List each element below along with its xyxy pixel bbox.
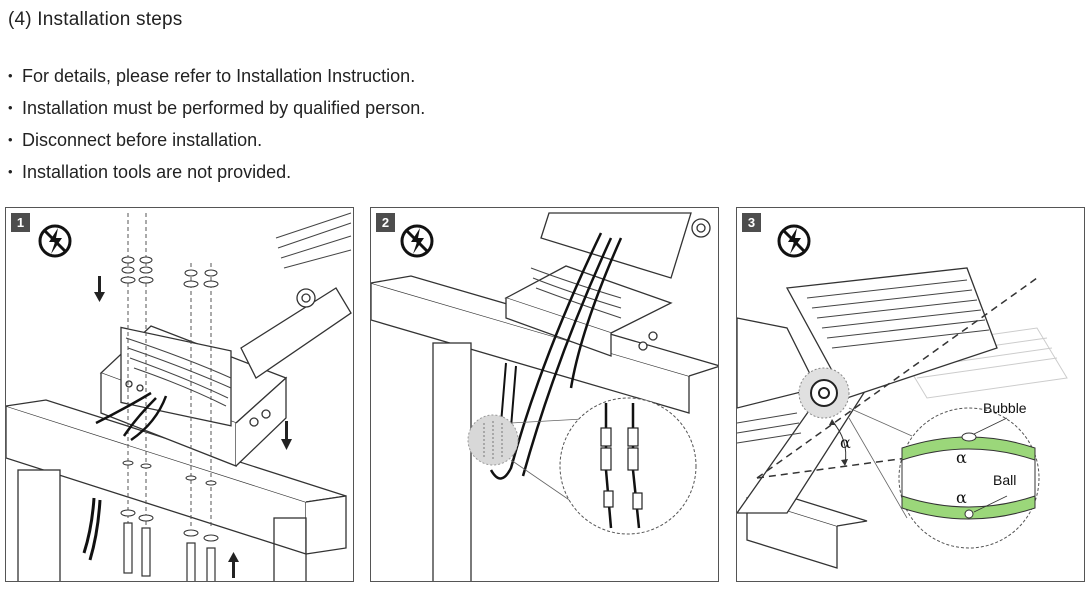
ball-label: Ball (993, 472, 1017, 488)
level-gauge (901, 432, 1036, 520)
note-item: For details, please refer to Installatio… (8, 60, 425, 92)
step-number: 1 (11, 213, 30, 232)
step-2-panel: 2 (370, 207, 719, 582)
no-electricity-icon (777, 224, 811, 258)
note-item: Installation tools are not provided. (8, 156, 425, 188)
installation-notes-list: For details, please refer to Installatio… (8, 60, 425, 188)
step-3-illustration (737, 224, 1068, 569)
bubble-label: Bubble (983, 400, 1027, 416)
step-number: 3 (742, 213, 761, 232)
angle-symbol: α (840, 433, 851, 452)
section-heading: (4) Installation steps (8, 9, 183, 30)
step-1-illustration (6, 212, 352, 581)
note-item: Installation must be performed by qualif… (8, 92, 425, 124)
step-2-illustration (371, 212, 718, 581)
step-number: 2 (376, 213, 395, 232)
no-electricity-icon (38, 224, 72, 258)
step-3-panel: 3 (736, 207, 1085, 582)
step-1-panel: 1 (5, 207, 354, 582)
no-electricity-icon (400, 224, 434, 258)
angle-symbol: α (956, 488, 967, 507)
angle-symbol: α (956, 448, 967, 467)
note-item: Disconnect before installation. (8, 124, 425, 156)
